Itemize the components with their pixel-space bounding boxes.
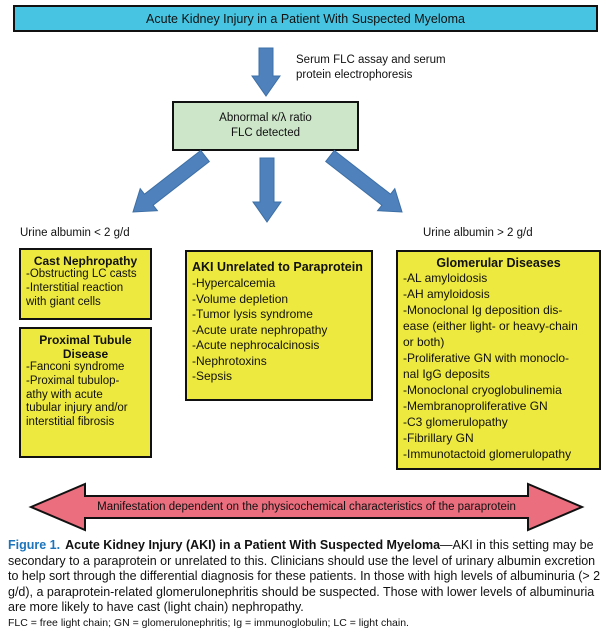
down-right-arrow-icon: [324, 149, 403, 213]
bottom-arrow-label: Manifestation dependent on the physicoch…: [97, 501, 516, 513]
box-title: Cast Nephropathy: [33, 254, 138, 268]
box-line: -AH amyloidosis: [403, 287, 490, 301]
box-glomerular-diseases: Glomerular Diseases -AL amyloidosis -AH a…: [396, 250, 601, 470]
box-item-list: -Obstructing LC casts-Interstitial react…: [26, 268, 145, 309]
figure-caption: Figure 1. Acute Kidney Injury (AKI) in a …: [8, 538, 608, 616]
box-line: with giant cells: [26, 295, 101, 308]
box-title: Glomerular Diseases: [436, 256, 561, 270]
box-item-list: -Hypercalcemia-Volume depletion-Tumor ly…: [192, 276, 366, 385]
box-line: -C3 glomerulopathy: [403, 415, 508, 429]
diagram-title-bar: Acute Kidney Injury in a Patient With Su…: [13, 5, 598, 32]
flc-detected-box: Abnormal κ/λ ratio FLC detected: [172, 101, 359, 151]
branch-arrows: [132, 149, 403, 223]
abbreviation-footnote: FLC = free light chain; GN = glomerulone…: [8, 617, 409, 629]
box-item-list: -AL amyloidosis -AH amyloidosis -Monoclona…: [403, 270, 594, 462]
box-line: -Sepsis: [192, 369, 233, 383]
figure-label: Figure 1.: [8, 538, 61, 552]
box-title: AKI Unrelated to Paraprotein: [192, 260, 363, 274]
assay-label: Serum FLC assay and serum protein electr…: [296, 54, 446, 81]
diagram-title: Acute Kidney Injury in a Patient With Su…: [146, 11, 465, 26]
box-item-list: -Fanconi syndrome-Proximal tubulop-athy …: [26, 361, 145, 430]
box-line: -Monoclonal cryoglobulinemia: [403, 383, 562, 397]
box-line: -Proliferative GN with monoclo-: [403, 351, 570, 365]
left-branch-label: Urine albumin < 2 g/d: [20, 227, 130, 239]
right-branch-label: Urine albumin > 2 g/d: [423, 227, 533, 239]
detect-line2: FLC detected: [230, 127, 301, 139]
box-aki-unrelated-to-paraprotein: AKI Unrelated to Paraprotein -Hypercalce…: [185, 250, 373, 401]
box-line: -AL amyloidosis: [403, 271, 488, 285]
box-line: interstitial fibrosis: [26, 416, 115, 429]
box-proximal-tubule-disease: Proximal Tubule Disease -Fanconi syndrom…: [19, 327, 152, 458]
box-line: -Nephrotoxins: [192, 353, 267, 368]
box-cast-nephropathy: Cast Nephropathy -Obstructing LC casts-I…: [19, 248, 152, 320]
bottom-double-arrow: Manifestation dependent on the physicoch…: [28, 481, 585, 533]
box-line: -Tumor lysis syndrome: [192, 307, 313, 321]
box-line: athy with acute: [26, 388, 103, 401]
box-line: -Volume depletion: [192, 291, 289, 306]
box-line: -Fanconi syndrome: [26, 361, 125, 373]
box-title: Proximal Tubule Disease: [39, 333, 132, 361]
box-line: -Hypercalcemia: [192, 276, 276, 290]
box-line: -Proximal tubulop-: [26, 374, 120, 387]
box-line: -Obstructing LC casts: [26, 268, 137, 280]
caption-title: Acute Kidney Injury (AKI) in a Patient W…: [65, 538, 441, 552]
down-arrow-icon: [252, 157, 282, 223]
caption-body: —AKI in this setting may be secondary to…: [8, 538, 601, 615]
box-line: -Acute nephrocalcinosis: [192, 338, 320, 352]
box-line: -Fibrillary GN: [403, 431, 474, 445]
box-line: nal IgG deposits: [403, 367, 490, 381]
box-line: -Immunotactoid glomerulopathy: [403, 447, 572, 461]
box-line: tubular injury and/or: [26, 402, 128, 415]
detect-line1: Abnormal κ/λ ratio: [219, 112, 312, 124]
down-left-arrow-icon: [132, 149, 211, 213]
box-line: ease (either light- or heavy-chain: [403, 319, 578, 333]
double-arrow-icon: [28, 482, 585, 532]
down-arrow-icon: [251, 47, 281, 97]
box-line: -Acute urate nephropathy: [192, 322, 328, 337]
box-line: or both): [403, 335, 445, 349]
box-line: -Monoclonal Ig deposition dis-: [403, 303, 563, 317]
box-line: -Interstitial reaction: [26, 281, 124, 294]
box-line: -Membranoproliferative GN: [403, 399, 548, 413]
